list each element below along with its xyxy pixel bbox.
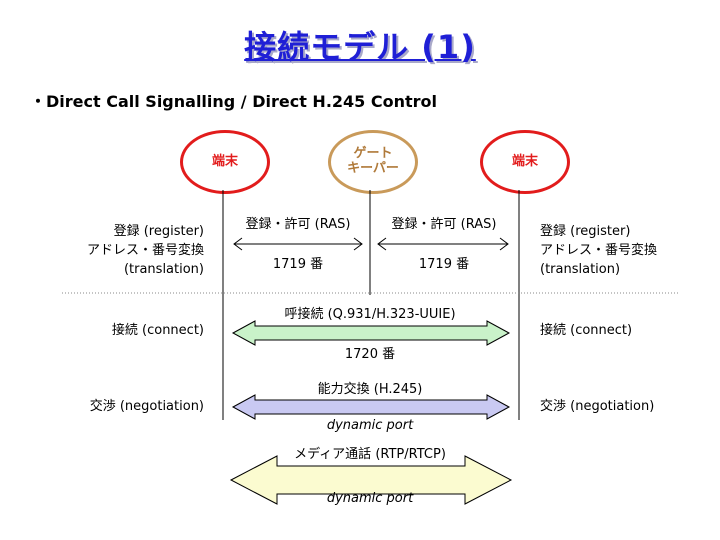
ras-left-bottom-label: 1719 番: [272, 257, 324, 272]
left-address-translation-label: アドレス・番号変換: [86, 243, 204, 258]
right-address-translation-label: アドレス・番号変換: [540, 243, 658, 258]
media-arrow: [229, 455, 513, 505]
left-negotiation-label: 交渉 (negotiation): [89, 399, 204, 414]
left-register-label: 登録 (register): [113, 224, 204, 239]
media-label: メディア通話 (RTP/RTCP): [294, 447, 446, 462]
right-translation-label: (translation): [540, 262, 621, 277]
ras-right-arrow: [377, 237, 509, 251]
right-terminal-node: 端末: [480, 130, 570, 194]
right-connect-label: 接続 (connect): [540, 323, 633, 338]
right-negotiation-label: 交渉 (negotiation): [540, 399, 655, 414]
h245-label: 能力交換 (H.245): [317, 382, 423, 397]
call-signalling-label: 呼接続 (Q.931/H.323-UUIE): [284, 307, 456, 322]
call-port-label: 1720 番: [344, 347, 396, 362]
ras-left-arrow: [233, 237, 363, 251]
gatekeeper-label: ゲート キーパー: [347, 146, 399, 176]
ras-left-top-label: 登録・許可 (RAS): [245, 217, 351, 232]
call-signalling-arrow: [231, 320, 511, 346]
gatekeeper-node: ゲート キーパー: [328, 130, 418, 194]
subtitle: ・Direct Call Signalling / Direct H.245 C…: [30, 92, 438, 111]
left-connect-label: 接続 (connect): [111, 323, 204, 338]
right-terminal-label: 端末: [511, 153, 538, 169]
left-terminal-label: 端末: [211, 153, 238, 169]
left-terminal-node: 端末: [180, 130, 270, 194]
right-register-label: 登録 (register): [540, 224, 631, 239]
ras-right-bottom-label: 1719 番: [418, 257, 470, 272]
left-translation-label: (translation): [123, 262, 204, 277]
h245-arrow: [231, 394, 511, 420]
h245-port-label: dynamic port: [326, 418, 414, 433]
media-port-label: dynamic port: [326, 491, 414, 506]
ras-right-top-label: 登録・許可 (RAS): [391, 217, 497, 232]
page-title: 接続モデル (1): [244, 28, 476, 66]
